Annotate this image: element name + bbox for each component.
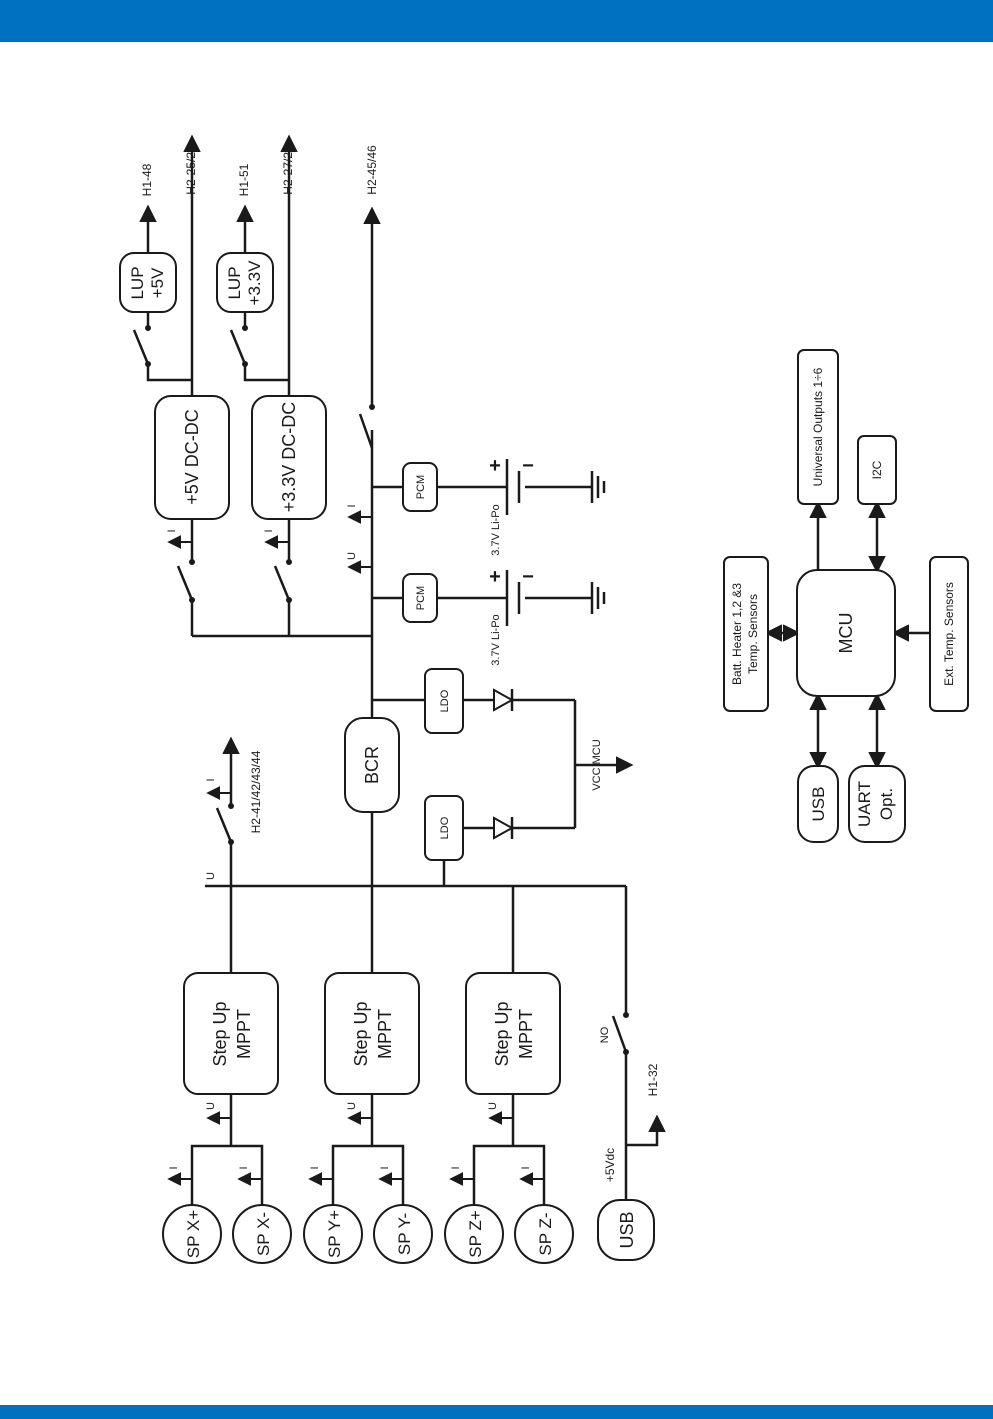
- output-label: H2-25/26: [184, 145, 198, 195]
- lup-label: LUP: [128, 266, 147, 299]
- pcm-label: PCM: [415, 475, 427, 499]
- universal-outputs-block: [797, 349, 839, 505]
- ldo-block-1: [424, 795, 464, 861]
- solar-panel-xplus: [162, 1204, 222, 1264]
- mcu-usb-block: [797, 765, 839, 843]
- ldo-block-2: [424, 668, 464, 734]
- ext-temp-label: Ext. Temp. Sensors: [942, 582, 956, 686]
- voltage-label: U: [346, 1102, 358, 1110]
- mppt-label: Step Up: [210, 1001, 230, 1066]
- current-label: I: [263, 529, 275, 532]
- batt-heater-label: Temp. Sensors: [746, 594, 760, 674]
- lup-3v3-block: [216, 252, 274, 313]
- current-label: I: [166, 529, 178, 532]
- lup-label: LUP: [225, 266, 244, 299]
- usb-input-block: [597, 1199, 655, 1261]
- voltage-label: U: [205, 1102, 217, 1110]
- solar-panel-label: SP Z-: [536, 1212, 555, 1255]
- header-bar: [0, 0, 993, 42]
- vcc-mcu-label: VCC MCU: [591, 739, 603, 790]
- mppt-block-3: [465, 972, 561, 1095]
- dcdc-5v-label: +5V DC-DC: [182, 409, 202, 505]
- batt-heater-sensors-block: [723, 556, 769, 712]
- footer-bar: [0, 1405, 993, 1419]
- current-label: I: [205, 778, 217, 781]
- current-label: I: [168, 1166, 180, 1169]
- usb-output-label: H1-32: [646, 1063, 660, 1096]
- ext-temp-sensors-block: [929, 556, 969, 712]
- output-label: H2-45/46: [365, 145, 379, 195]
- solar-panel-label: SP Z+: [466, 1210, 485, 1257]
- mppt-label: Step Up: [351, 1001, 371, 1066]
- mcu-label: MCU: [836, 613, 856, 654]
- battery-label: 3.7V Li-Po: [490, 504, 502, 555]
- voltage-label: U: [346, 552, 358, 560]
- mppt-block-1: [183, 972, 279, 1095]
- mppt-label: MPPT: [234, 1009, 254, 1059]
- voltage-label: U: [205, 872, 217, 880]
- usb-input-label: USB: [617, 1211, 637, 1248]
- batt-heater-label: Batt. Heater 1,2 &3: [730, 583, 744, 685]
- mppt-label: Step Up: [492, 1001, 512, 1066]
- usb-voltage-label: +5Vdc: [603, 1148, 617, 1182]
- universal-outputs-label: Universal Outputs 1÷6: [811, 367, 825, 486]
- pcm-block-1: [402, 573, 438, 623]
- unregulated-output-label: H2-41/42/43/44: [249, 750, 263, 833]
- lup-voltage-label: +5V: [148, 267, 167, 298]
- switch-no-label: NO: [599, 1026, 611, 1043]
- solar-panel-label: SP Y+: [325, 1210, 344, 1258]
- current-label: I: [238, 1166, 250, 1169]
- dcdc-3v3-block: [251, 395, 327, 520]
- solar-panel-label: SP X-: [254, 1212, 273, 1256]
- mppt-label: MPPT: [375, 1009, 395, 1059]
- i2c-block: [857, 435, 897, 505]
- mppt-block-2: [324, 972, 420, 1095]
- solar-panel-label: SP X+: [184, 1210, 203, 1258]
- uart-label: Opt.: [877, 788, 896, 820]
- current-label: I: [346, 504, 358, 507]
- solar-panel-label: SP Y-: [395, 1213, 414, 1255]
- pcm-label: PCM: [415, 586, 427, 610]
- battery-plus-sign: +: [489, 566, 501, 588]
- current-label: I: [379, 1166, 391, 1169]
- solar-panel-yminus: [373, 1204, 433, 1264]
- uart-label: UART: [855, 781, 874, 827]
- current-label: I: [309, 1166, 321, 1169]
- battery-label: 3.7V Li-Po: [490, 614, 502, 665]
- dcdc-5v-block: [154, 395, 230, 520]
- mppt-label: MPPT: [516, 1009, 536, 1059]
- solar-panel-zplus: [444, 1204, 504, 1264]
- output-label: H2-27/28: [281, 145, 295, 195]
- solar-panel-yplus: [303, 1204, 363, 1264]
- mcu-usb-label: USB: [809, 787, 828, 822]
- battery-minus-sign: −: [522, 566, 534, 588]
- battery-minus-sign: −: [522, 455, 534, 477]
- bcr-block: [344, 717, 400, 813]
- pcm-block-2: [402, 462, 438, 512]
- ldo-label: LDO: [439, 816, 451, 839]
- current-label: I: [520, 1166, 532, 1169]
- uart-block: [848, 765, 906, 843]
- solar-panel-zminus: [514, 1204, 574, 1264]
- lup-5v-block: [119, 252, 177, 313]
- mcu-block: [796, 569, 896, 697]
- i2c-label: I2C: [870, 460, 884, 479]
- bcr-label: BCR: [362, 746, 382, 784]
- solar-panel-xminus: [232, 1204, 292, 1264]
- output-label: H1-51: [237, 163, 251, 196]
- voltage-label: U: [487, 1102, 499, 1110]
- ldo-label: LDO: [439, 689, 451, 712]
- lup-voltage-label: +3.3V: [245, 260, 264, 306]
- battery-plus-sign: +: [489, 455, 501, 477]
- dcdc-3v3-label: +3.3V DC-DC: [279, 402, 299, 513]
- output-label: H1-48: [140, 163, 154, 196]
- current-label: I: [450, 1166, 462, 1169]
